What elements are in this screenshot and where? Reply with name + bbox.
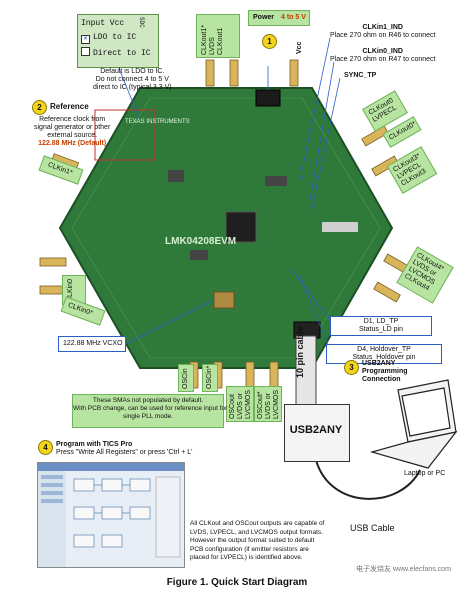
oscoutb-label-line: LVDS or	[265, 393, 272, 419]
oscout-label-box: OSCout LVDS or LVCMOS	[226, 386, 254, 422]
clkout1-label-line: CLKout1	[217, 27, 224, 55]
direct-checkbox-icon[interactable]	[81, 47, 90, 56]
d4-callout: D4, Holdover_TP Status_Holdover pin	[326, 344, 442, 364]
cable-label: 10 pin cable	[295, 326, 305, 378]
d1-callout-text: D1, LD_TP Status_LD pin	[331, 318, 431, 334]
board-brand: TEXAS INSTRUMENTS	[125, 119, 190, 125]
power-jack	[255, 89, 281, 107]
reference-note-line: external source.	[47, 132, 98, 139]
vcxo-callout-text: 122.88 MHz VCXO	[63, 340, 123, 347]
laptop	[369, 379, 458, 469]
reference-label: Reference	[50, 102, 89, 111]
reference-note: Reference clock from signal generator or…	[34, 116, 110, 148]
d4-callout-line: Status_Holdover pin	[352, 354, 416, 361]
d4-callout-line: D4, Holdover_TP	[357, 346, 411, 353]
d1-callout-line: Status_LD pin	[359, 326, 403, 333]
step-4-badge: 4	[38, 440, 53, 455]
step-4-label: Program with TICS Pro Press "Write All R…	[56, 441, 192, 457]
oscout-label-line: LVCMOS	[245, 389, 252, 419]
tics-pro-screenshot	[37, 462, 185, 568]
clkout1-label-line: LVDS	[209, 37, 216, 55]
default-ldo-note: Default is LDO to IC. Do not connect 4 t…	[93, 68, 172, 92]
option-direct[interactable]: Direct to IC	[81, 47, 151, 58]
clkin1-ind-title: CLKin1_IND	[362, 24, 403, 31]
laptop-label: Laptop or PC	[404, 470, 446, 477]
vcc-connector-label: Vcc	[296, 41, 303, 54]
step-3-badge: 3	[344, 360, 359, 375]
clkin1-ind-note: Place 270 ohm on R46 to connect	[330, 32, 436, 39]
sma-note-line: These SMAs not populated by default.	[92, 397, 204, 404]
default-ldo-note-line: Default is LDO to IC.	[100, 68, 165, 75]
oscinb-label-box: OSCin*	[202, 364, 218, 392]
output-note-line: However the output format suited to defa…	[190, 537, 315, 544]
sma-note-line: With PCB change, can be used for referen…	[73, 405, 228, 412]
reference-note-line: signal generator or other	[34, 124, 111, 131]
step-1-badge: 1	[262, 34, 277, 49]
usb-cable-label: USB Cable	[350, 523, 395, 533]
oscout-label-line: OSCout	[229, 394, 236, 419]
clkin0-ind-callout: CLKin0_IND Place 270 ohm on R47 to conne…	[330, 48, 435, 64]
d1-callout-line: D1, LD_TP	[363, 318, 399, 325]
power-value: 4 to 5 V	[281, 14, 306, 21]
oscinb-label: OSCin*	[206, 365, 213, 389]
vcxo-chip	[213, 291, 235, 309]
sma-note-box: These SMAs not populated by default. Wit…	[72, 394, 228, 428]
output-note-line: PCB configuration (if emitter resistors …	[190, 545, 309, 553]
ldo-checkbox-icon[interactable]	[81, 35, 90, 44]
oscoutb-label-line: OSCout*	[257, 391, 264, 419]
step-3-label: USB2ANY Programming Connection	[362, 360, 408, 384]
output-note-line: placed for LVPECL) is identified above.	[190, 554, 303, 561]
oscoutb-label-line: LVCMOS	[273, 389, 280, 419]
clkout1-label-box: CLKout1* LVDS CLKout1	[196, 14, 240, 58]
step-4-label-line: Press "Write All Registers" or press 'Ct…	[56, 449, 193, 456]
step-3-label-line: Programming	[362, 368, 408, 375]
input-vcc-side-label: SDC	[138, 17, 145, 28]
output-note-line: LVDS, LVPECL, and LVCMOS output formats.	[190, 528, 323, 536]
clkin0-ind-note: Place 270 ohm on R47 to connect	[330, 56, 436, 63]
input-vcc-panel: Input Vcc SDC LDO to IC Direct to IC	[77, 14, 159, 68]
input-vcc-title: Input Vcc	[81, 19, 125, 28]
d1-callout: D1, LD_TP Status_LD pin	[330, 316, 432, 336]
clkout4-label: CLKout4* LVDS or LVCMOS CLKout4	[403, 252, 444, 295]
default-ldo-note-line: Do not connect 4 to 5 V	[95, 76, 169, 83]
usb2any-label: USB2ANY	[289, 424, 343, 436]
vcxo-callout: 122.88 MHz VCXO	[58, 336, 126, 352]
oscout-label: OSCout LVDS or LVCMOS	[229, 390, 253, 419]
d4-callout-text: D4, Holdover_TP Status_Holdover pin	[327, 346, 441, 362]
oscin-label: OSCin	[182, 368, 189, 389]
oscoutb-label-box: OSCout* LVDS or LVCMOS	[254, 386, 282, 422]
sma-note: These SMAs not populated by default. Wit…	[73, 397, 228, 421]
option-ldo[interactable]: LDO to IC	[81, 33, 136, 44]
default-ldo-note-line: direct to IC (typical 3.3 V)	[93, 84, 172, 91]
oscoutb-label: OSCout* LVDS or LVCMOS	[257, 390, 281, 419]
output-note-line: All CLKout and OSCout outputs are capabl…	[190, 520, 325, 527]
step-3-label-line: Connection	[362, 376, 401, 383]
clkin0-ind-title: CLKin0_IND	[362, 48, 403, 55]
tics-pro-screenshot-graphic	[38, 463, 184, 567]
board-name: LMK04208EVM	[165, 236, 237, 247]
sync-tp-callout: SYNC_TP	[344, 72, 377, 79]
oscin-label-box: OSCin	[178, 364, 194, 392]
oscout-label-line: LVDS or	[237, 393, 244, 419]
option-direct-label: Direct to IC	[93, 49, 151, 58]
step-4-label-line: Program with TICS Pro	[56, 441, 133, 448]
output-note: All CLKout and OSCout outputs are capabl…	[190, 520, 324, 563]
clkout1-label-line: CLKout1*	[201, 25, 208, 55]
clkin1-ind-callout: CLKin1_IND Place 270 ohm on R46 to conne…	[330, 24, 435, 40]
usb2any-box	[284, 404, 350, 462]
reference-frequency: 122.88 MHz (Default)	[38, 140, 107, 147]
watermark: 电子发烧友 www.elecfans.com	[356, 566, 451, 573]
clkout1-label: CLKout1* LVDS CLKout1	[201, 25, 225, 55]
power-label-box: Power 4 to 5 V	[248, 10, 310, 26]
step-3-label-line: USB2ANY	[362, 360, 396, 367]
usb-cable-line	[315, 459, 421, 500]
sma-note-line: single PLL mode.	[123, 413, 173, 420]
figure-caption: Figure 1. Quick Start Diagram	[166, 577, 308, 588]
lmk-chip	[225, 211, 257, 243]
reference-note-line: Reference clock from	[39, 116, 106, 123]
option-ldo-label: LDO to IC	[93, 33, 137, 42]
step-2-badge: 2	[32, 100, 47, 115]
power-label: Power	[253, 14, 275, 21]
